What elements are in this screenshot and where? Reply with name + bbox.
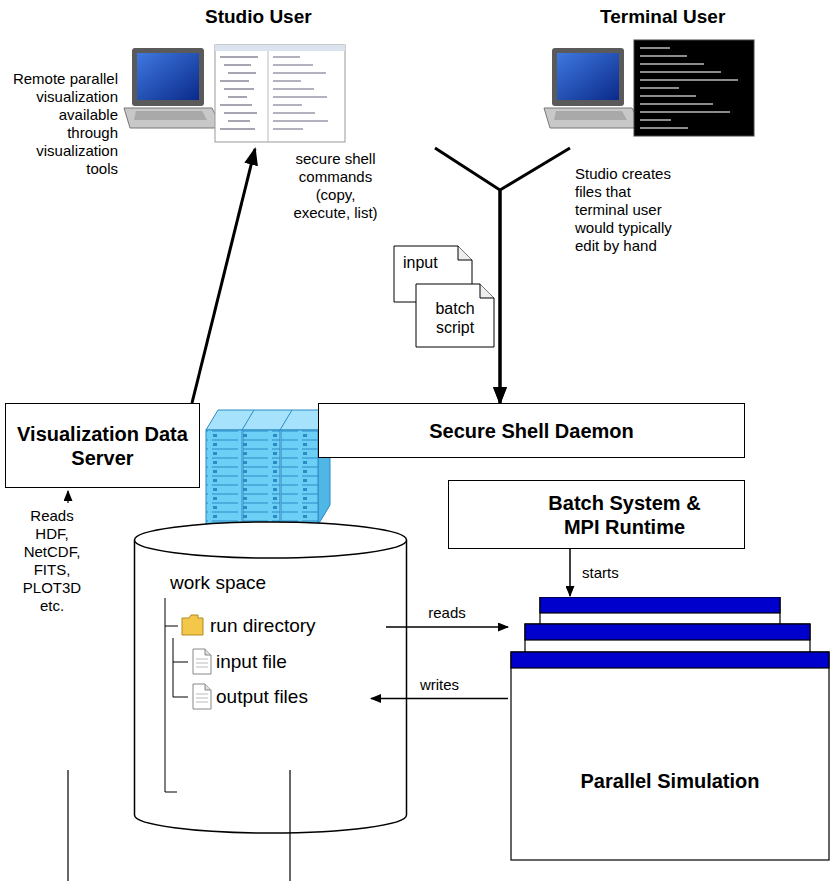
edge-label: writes	[418, 676, 461, 694]
leader-arrow	[67, 491, 68, 503]
file-item-shape	[190, 682, 216, 712]
edge-label: reads	[426, 604, 468, 622]
node-text-group: Secure Shell Daemon	[421, 413, 642, 449]
node-text-group: input file	[190, 647, 365, 674]
laptop-icon	[544, 48, 642, 128]
node-text-group: run directory	[180, 610, 380, 638]
folder-item-shape	[180, 610, 206, 640]
user-station: Terminal User	[540, 2, 790, 148]
note-text: Studio creates files that terminal user …	[575, 165, 685, 255]
screen-line	[640, 47, 670, 49]
folder-item: run directory	[180, 610, 380, 644]
note-text: secure shell commands (copy, execute, li…	[288, 150, 383, 222]
screen-line	[640, 111, 730, 113]
screen-line	[228, 72, 256, 74]
storage-cylinder: work space run directory input file output …	[133, 520, 408, 835]
node-label: Terminal User	[600, 6, 790, 29]
file-item: output files	[190, 682, 365, 715]
screen-line	[273, 88, 314, 90]
node-label: run directory	[210, 615, 380, 638]
ide-screenshot	[215, 45, 345, 142]
node-text-group: Terminal User	[540, 2, 790, 29]
node-text-group: Parallel Simulation	[510, 597, 830, 793]
edge-label: starts	[580, 564, 621, 582]
screen-line	[640, 71, 721, 73]
node-label: Secure Shell Daemon	[429, 419, 634, 443]
screen-line	[273, 104, 302, 106]
storage-cylinder-shape	[133, 520, 408, 835]
process-box: Batch System & MPI Runtime	[448, 480, 745, 549]
screen-line	[640, 127, 688, 129]
screen-line	[640, 103, 713, 105]
screen-line	[273, 112, 315, 114]
note-text: Reads HDF, NetCDF, FITS, PLOT3D etc.	[21, 507, 83, 615]
terminal-screenshot	[634, 40, 754, 136]
screen-line	[220, 104, 252, 106]
file-item-shape	[190, 647, 216, 677]
screen-line	[273, 96, 327, 98]
screen-line	[228, 120, 250, 122]
node-text-group: batch script	[415, 283, 495, 341]
node-text-group: input	[393, 245, 473, 272]
node-label: Visualization Data Server	[14, 422, 191, 470]
connector	[371, 698, 508, 700]
user-station: Studio User	[120, 2, 440, 148]
screen-line	[273, 56, 300, 58]
node-text-group: work space	[133, 520, 408, 595]
node-text-group: Visualization Data Server	[6, 416, 199, 476]
node-label: Parallel Simulation	[520, 769, 820, 793]
screen-line	[640, 95, 696, 97]
screen-line	[640, 79, 738, 81]
node-label: work space	[170, 572, 408, 595]
connector	[386, 626, 508, 628]
screen-line	[273, 128, 303, 130]
screen-line	[224, 88, 254, 90]
connector	[500, 148, 570, 403]
connector	[569, 549, 571, 596]
screen-line	[273, 80, 301, 82]
screen-line	[224, 64, 251, 66]
screen-line	[220, 56, 258, 58]
screen-line	[273, 72, 326, 74]
screen-line	[273, 64, 313, 66]
document-icon: batch script	[415, 283, 495, 348]
server-rack	[206, 410, 330, 525]
node-label: Batch System & MPI Runtime	[541, 491, 709, 539]
screen-line	[228, 96, 247, 98]
program-window: Parallel Simulation	[510, 597, 830, 862]
screen-line	[640, 63, 704, 65]
node-label: output files	[216, 686, 365, 709]
screen-line	[640, 119, 671, 121]
screen-line	[220, 80, 249, 82]
node-text-group: output files	[190, 682, 365, 709]
screen-line	[640, 87, 679, 89]
node-text-group: Batch System & MPI Runtime	[477, 485, 717, 545]
screen-line	[220, 128, 255, 130]
node-text-group: Studio User	[120, 2, 440, 29]
screen-line	[224, 112, 257, 114]
node-label: input	[403, 253, 463, 272]
process-box: Secure Shell Daemon	[318, 403, 745, 458]
file-item: input file	[190, 647, 365, 680]
edge-line	[67, 770, 68, 881]
process-box: Visualization Data Server	[5, 403, 200, 488]
screen-line	[273, 120, 328, 122]
laptop-icon	[124, 48, 222, 128]
edge-line	[289, 770, 290, 881]
note-text: Remote parallel visualization available …	[8, 70, 118, 178]
screen-line	[640, 55, 687, 57]
program-window-shape	[510, 597, 830, 862]
node-label: Studio User	[205, 6, 440, 29]
node-label: input file	[216, 651, 365, 674]
node-label: batch script	[423, 299, 487, 337]
connector	[192, 149, 255, 403]
